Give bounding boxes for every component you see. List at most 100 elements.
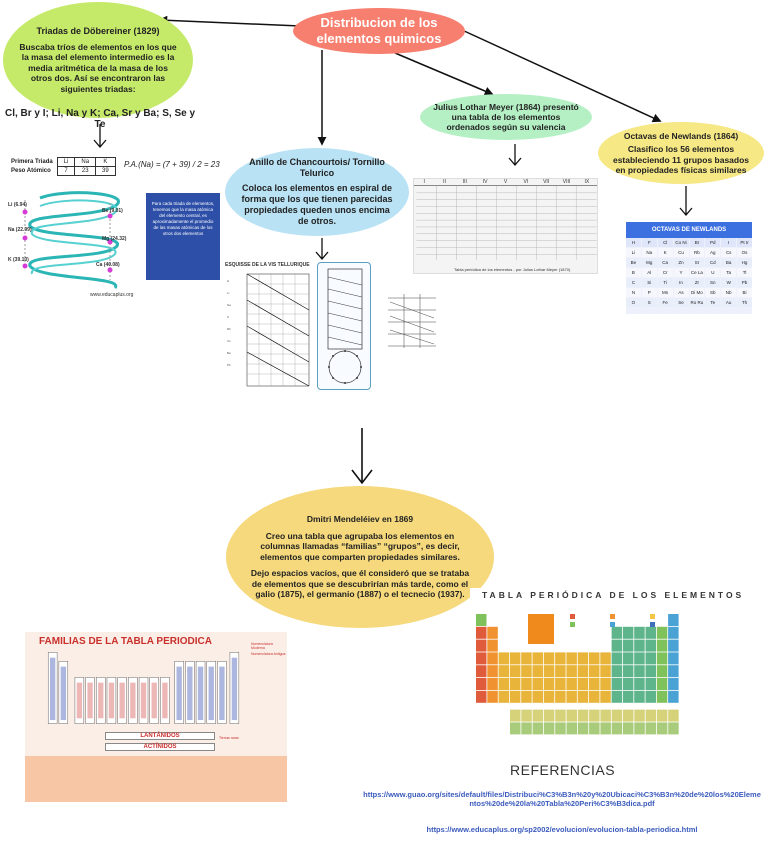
pt-element-cell [509,665,521,678]
pt-element-cell [645,690,656,703]
meyer-header: VII [543,179,550,185]
pt-element-cell [656,652,668,665]
meyer-header: IX [584,179,590,185]
newlands-cell: As [673,288,689,297]
svg-text:Na: Na [227,303,231,307]
pt-fblock-cell [510,722,521,735]
meyer-node: Julius Lothar Meyer (1864) presentó una … [420,94,592,140]
pt-element-cell [622,678,634,690]
pt-element-cell [668,678,679,690]
pt-element-cell [600,665,611,678]
newlands-cell: Fe [657,298,673,307]
newlands-cell: S [641,298,657,307]
pt-element-cell [600,690,611,703]
meyer-header: VIII [562,179,571,185]
newlands-cell: Be [626,258,641,267]
newlands-cell: Ca [657,258,673,267]
pt-element-cell [656,665,668,678]
triad-symbol: Li [56,157,76,167]
pt-element-cell [476,652,487,665]
meyer-header: II [443,179,446,185]
pt-legend-key [528,614,554,644]
pt-element-cell [509,678,521,690]
newlands-cell: F [641,238,657,247]
pt-element-cell [543,652,555,665]
chancourtois-node: Anillo de Chancourtois/ Tornillo Teluric… [225,148,409,236]
familias-columns [47,652,240,724]
reference-link-2[interactable]: https://www.educaplus.org/sp2002/evoluci… [426,825,698,834]
newlands-cell: C [626,278,641,287]
pt-legend-swatch [650,614,655,619]
meyer-grid [416,186,597,261]
pt-element-cell [532,652,543,665]
pt-element-cell [589,652,600,665]
helix-label-li: Li (6.94) [8,202,27,208]
pt-fblock-cell [577,722,589,735]
pt-element-cell [498,665,510,678]
pt-element-cell [611,690,623,703]
pt-element-cell [532,678,543,690]
pt-fblock-cell [634,709,645,722]
pt-element-cell [645,652,656,665]
triad-symbol: Na [74,157,97,167]
pt-element-cell [532,665,543,678]
pt-fblock-cell [589,709,600,722]
newlands-cell: Pt Ir [737,238,752,247]
pt-element-cell [577,678,589,690]
pt-element-cell [645,639,656,652]
pt-element-cell [476,678,487,690]
lantanidos-label: LANTÁNIDOS [105,732,215,740]
newlands-cell: Ro Ru [689,298,705,307]
newlands-cell: Au [721,298,737,307]
meyer-caption: Tabla periódica de los elementos - por J… [454,267,571,272]
pt-fblock-cell [600,722,611,735]
reference-link-1[interactable]: https://www.guao.org/sites/default/files… [363,790,761,808]
svg-text:K: K [227,315,229,319]
pt-fblock-cell [521,709,532,722]
pt-element-cell [645,626,656,639]
pt-fblock-cell [532,709,544,722]
pt-element-cell [622,690,634,703]
familias-image: FAMILIAS DE LA TABLA PERIODICA [25,632,287,802]
chancourtois-sketch-image [384,290,440,352]
pt-element-cell [577,690,589,703]
pt-element-cell [634,678,645,690]
pt-element-cell [476,626,487,639]
newlands-cell: Ce La [689,268,705,277]
newlands-cell: O [626,298,641,307]
familias-note-3: Tierras raras [219,736,239,740]
pt-element-cell [668,639,679,652]
meyer-header: IV [482,179,488,185]
pt-element-cell [656,639,668,652]
newlands-cell: H [626,238,641,247]
pt-element-cell [589,690,600,703]
chancourtois-text: Coloca los elementos en espiral de forma… [241,183,393,226]
newlands-cell: Te [705,298,721,307]
meyer-header: VI [523,179,529,185]
newlands-cell: Mn [657,288,673,297]
newlands-cell: Hg [737,258,752,267]
pt-fblock-cell [611,709,623,722]
meyer-header: I [423,179,425,185]
newlands-cell: Zr [689,278,705,287]
pt-element-cell [668,665,679,678]
newlands-cell: Co Ni [673,238,689,247]
sketch-drawing [388,294,436,348]
pt-element-cell [577,665,589,678]
pt-fblock-cell [543,709,555,722]
triad-mass: 23 [74,166,97,176]
meyer-header-row: I II III IV V VI VII VIII IX [414,179,597,186]
chancourtois-fig-title: ESQUISSE DE LA VIS TELLURIQUE [225,262,310,268]
helix-label-be: Be (9.01) [102,208,123,214]
newlands-cell: Di Mo [689,288,705,297]
pt-element-cell [668,614,679,626]
newlands-cell: Th [737,298,752,307]
actinidos-label: ACTÍNIDOS [105,743,215,751]
pt-element-cell [566,690,577,703]
newlands-cell: U [705,268,721,277]
triad-row-label: Primera Triada [11,159,53,165]
pt-fblock-cell [656,709,668,722]
pt-element-cell [622,665,634,678]
